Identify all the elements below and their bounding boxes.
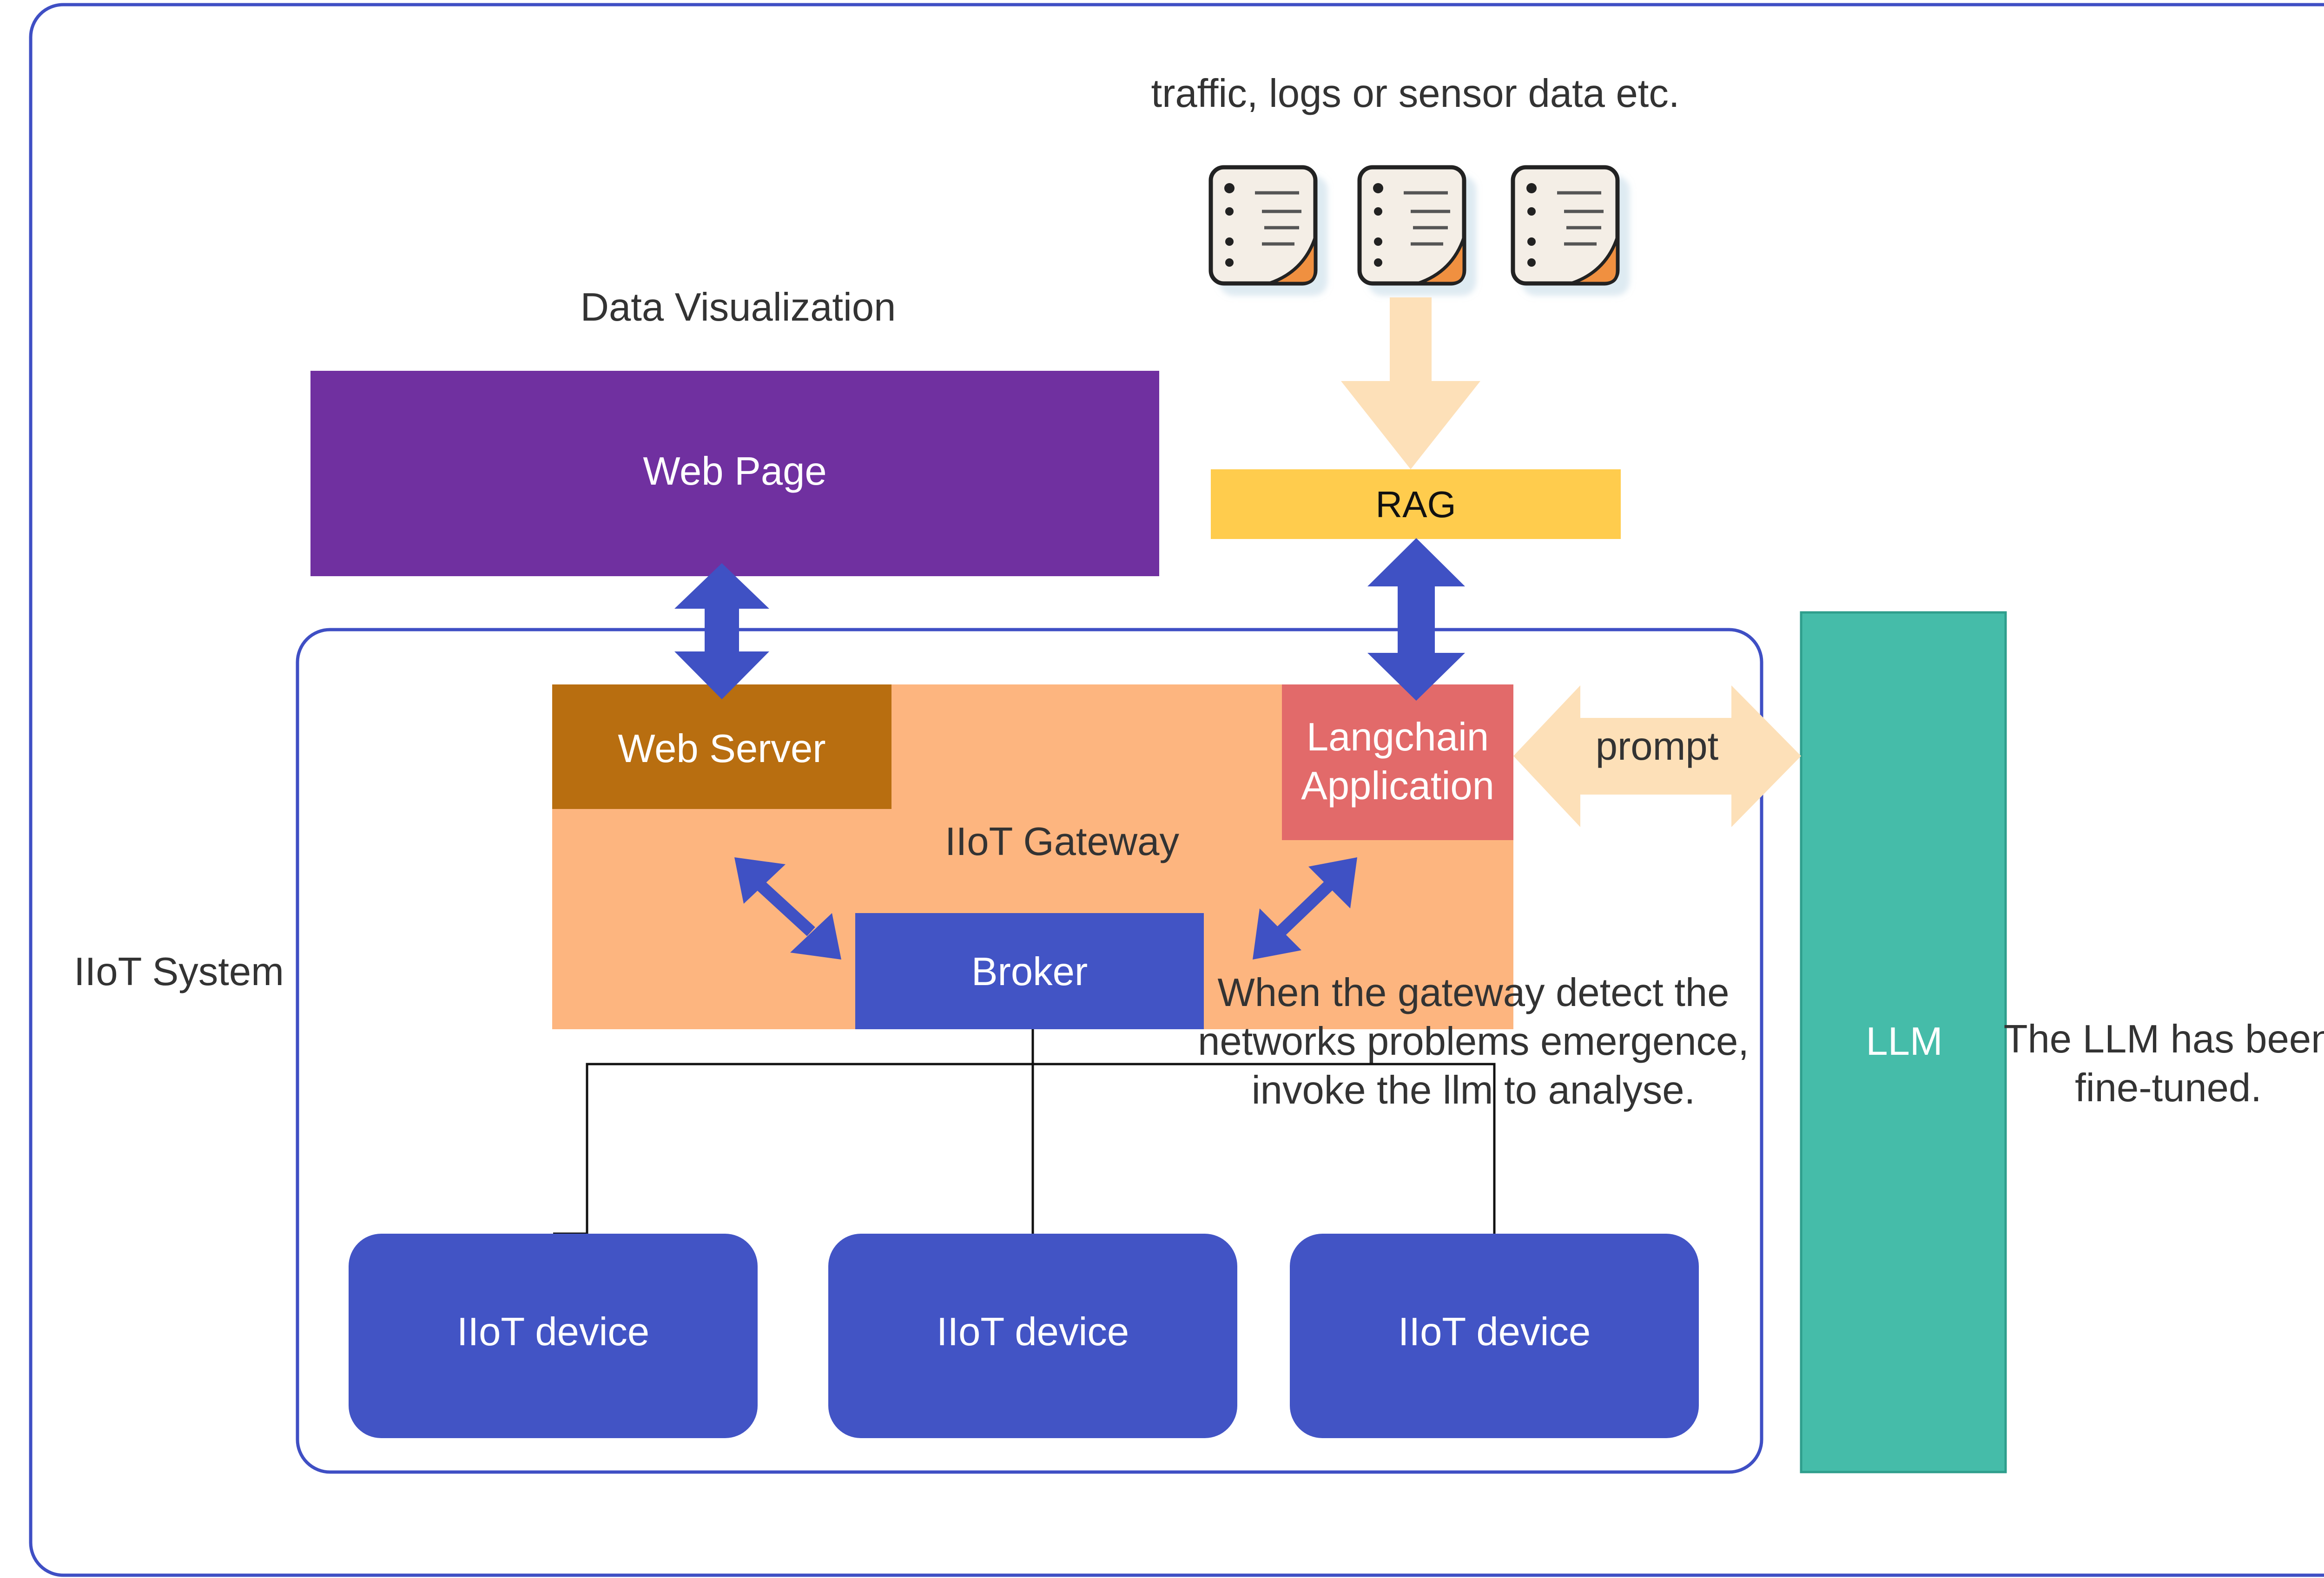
- web-page-box: [310, 371, 1159, 576]
- iiot-device-2-label: IIoT device: [937, 1310, 1129, 1354]
- broker-box: [855, 913, 1204, 1029]
- llm-note-line-2: fine-tuned.: [2075, 1066, 2262, 1110]
- document-icon: [1208, 165, 1318, 286]
- iiot-device-2: [828, 1234, 1237, 1438]
- iiot-device-1-label: IIoT device: [457, 1310, 649, 1354]
- iiot-system-label: IIoT System: [74, 950, 284, 994]
- data-sources-label: traffic, logs or sensor data etc.: [1151, 72, 1679, 116]
- iiot-device-1: [349, 1234, 758, 1438]
- langchain-label-line-1: Langchain: [1307, 715, 1489, 759]
- web-server-box: [552, 684, 891, 809]
- annotation-line-2: networks problems emergence,: [1198, 1019, 1749, 1064]
- document-icons: [1208, 165, 1620, 286]
- langchain-broker-arrow: [1253, 857, 1357, 960]
- llm-label: LLM: [1866, 1019, 1942, 1064]
- iiot-system-container: [296, 628, 1763, 1474]
- langchain-application-box: [1282, 684, 1513, 840]
- rag-langchain-arrow: [1367, 538, 1465, 701]
- document-icon: [1357, 165, 1466, 286]
- rag-label: RAG: [1375, 484, 1456, 525]
- document-icon: [1511, 165, 1620, 286]
- rag-box: [1211, 469, 1621, 539]
- iiot-device-3-label: IIoT device: [1398, 1310, 1591, 1354]
- llm-note-line-1: The LLM has been: [2004, 1017, 2324, 1061]
- llm-box: [1800, 611, 2007, 1473]
- prompt-label: prompt: [1596, 724, 1719, 769]
- prompt-arrow: [1513, 685, 1801, 827]
- data-to-rag-arrow: [1341, 297, 1480, 469]
- langchain-label-line-2: Application: [1301, 764, 1494, 808]
- iiot-device-3: [1290, 1234, 1699, 1438]
- annotation-line-1: When the gateway detect the: [1218, 971, 1730, 1015]
- data-visualization-label: Data Visualization: [581, 285, 896, 329]
- iiot-gateway-label: IIoT Gateway: [945, 820, 1179, 864]
- webpage-webserver-arrow: [674, 563, 769, 699]
- webserver-broker-arrow: [734, 857, 841, 960]
- web-server-label: Web Server: [618, 727, 825, 771]
- annotation-line-3: invoke the llm to analyse.: [1252, 1068, 1695, 1112]
- web-page-label: Web Page: [643, 449, 826, 493]
- broker-label: Broker: [971, 950, 1088, 994]
